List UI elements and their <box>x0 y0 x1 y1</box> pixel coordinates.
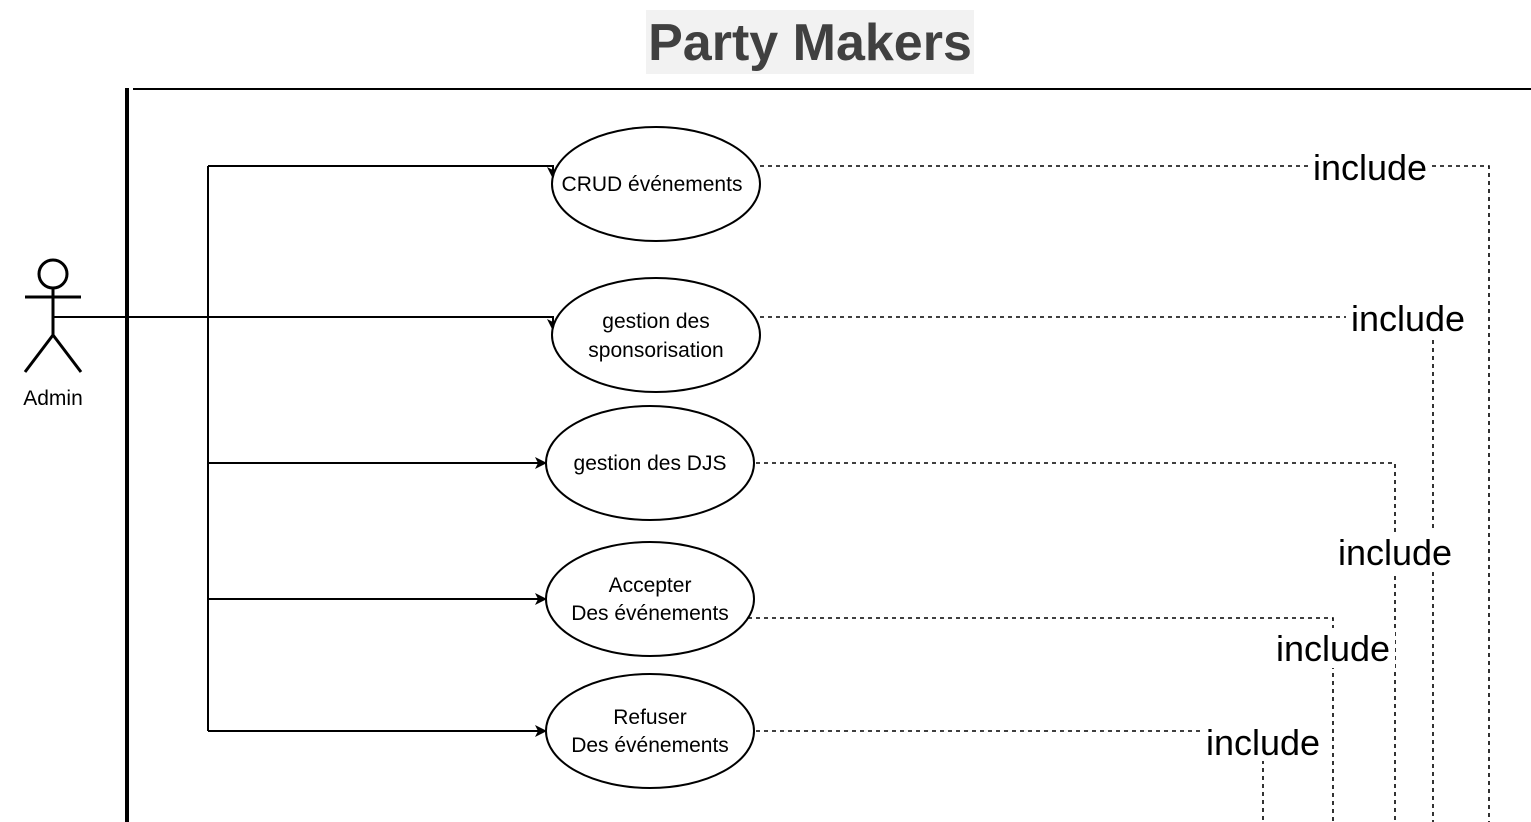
use-case-refuse-shape <box>545 673 755 789</box>
use-case-accept-label-line2: Des événements <box>571 602 729 625</box>
actor-label: Admin <box>23 387 83 410</box>
actor-head <box>37 258 69 290</box>
include-label-refuse: include <box>1201 721 1325 763</box>
actor-right-leg <box>51 334 83 373</box>
include-label-accept-text: include <box>1276 628 1390 669</box>
use-case-crud-shape <box>551 126 761 242</box>
assoc-crud <box>208 165 559 179</box>
diagram-title: Party Makers <box>648 14 972 72</box>
include-label-accept-bg <box>1271 628 1395 668</box>
include-label-sponsor-bg <box>1346 297 1470 337</box>
use-case-sponsorisation-label-line1: gestion des <box>602 310 709 333</box>
include-label-refuse-text: include <box>1206 722 1320 763</box>
use-case-crud[interactable]: CRUD événements <box>551 126 761 242</box>
use-case-accept[interactable]: Accepter Des événements <box>545 541 755 657</box>
include-label-accept: include <box>1271 628 1395 669</box>
include-label-djs-text: include <box>1338 532 1452 573</box>
actor-left-leg <box>23 334 55 373</box>
include-label-sponsor-text: include <box>1351 298 1465 339</box>
use-case-sponsorisation-label-line2: sponsorisation <box>588 339 723 362</box>
include-label-djs-bg <box>1333 532 1457 572</box>
use-case-sponsorisation-shape <box>551 277 761 393</box>
use-case-djs-shape <box>545 405 755 521</box>
use-case-refuse-label-line1: Refuser <box>613 706 687 729</box>
use-case-djs[interactable]: gestion des DJS <box>545 405 755 521</box>
include-line-accept <box>748 617 1334 822</box>
use-case-crud-label: CRUD événements <box>562 173 743 196</box>
include-line-refuse <box>756 730 1264 822</box>
title-background <box>646 10 974 74</box>
include-line-crud <box>760 165 1490 822</box>
use-case-refuse[interactable]: Refuser Des événements <box>545 673 755 789</box>
include-label-djs: include <box>1333 532 1457 573</box>
include-label-crud-bg <box>1308 146 1432 186</box>
use-case-accept-label-line1: Accepter <box>609 574 692 597</box>
include-label-crud-text: include <box>1313 147 1427 188</box>
include-label-refuse-bg <box>1201 721 1325 761</box>
use-case-refuse-label-line2: Des événements <box>571 734 729 757</box>
include-line-sponsor <box>760 316 1434 822</box>
use-case-sponsorisation[interactable]: gestion des sponsorisation <box>551 277 761 393</box>
use-case-accept-shape <box>545 541 755 657</box>
include-label-crud: include <box>1308 146 1432 188</box>
use-case-djs-label: gestion des DJS <box>574 452 727 475</box>
include-label-sponsor: include <box>1346 297 1470 339</box>
actor-admin[interactable]: Admin <box>23 258 83 410</box>
assoc-sponsor <box>208 316 559 331</box>
